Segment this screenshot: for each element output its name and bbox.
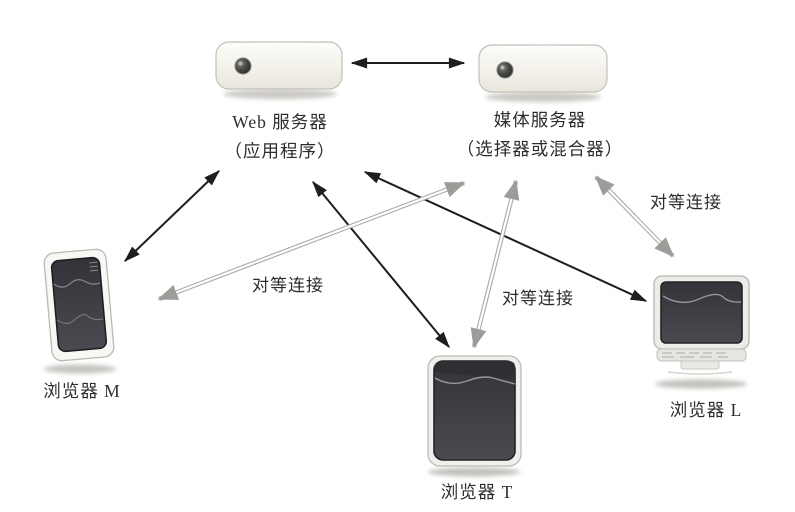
arrow-web-browser-m xyxy=(124,170,220,262)
browser-t-label: 浏览器 T xyxy=(440,482,514,502)
phone-browser-m-icon xyxy=(43,248,116,374)
media-server-label: 媒体服务器 （选择器或混合器） xyxy=(457,106,624,164)
web-server-icon xyxy=(215,41,343,99)
arrow-web-browser-t xyxy=(312,180,450,349)
web-server-label: Web 服务器 （应用程序） xyxy=(225,108,336,166)
media-server-name: 媒体服务器 xyxy=(493,110,587,130)
media-server-role: （选择器或混合器） xyxy=(456,139,624,159)
web-server-name: Web 服务器 xyxy=(232,112,328,132)
web-server-role: （应用程序） xyxy=(224,141,336,161)
media-server-icon xyxy=(478,44,608,102)
peer-arrow-media-browser-l xyxy=(594,175,675,258)
arrow-web-browser-l xyxy=(363,171,648,302)
browser-m-label: 浏览器 M xyxy=(43,381,121,401)
peer-connection-label-l: 对等连接 xyxy=(650,193,722,212)
peer-connection-label-t: 对等连接 xyxy=(502,289,574,308)
tablet-browser-t-icon xyxy=(427,355,522,477)
peer-arrow-media-browser-m xyxy=(157,180,466,302)
peer-arrow-media-browser-t xyxy=(470,179,520,349)
browser-l-label: 浏览器 L xyxy=(669,400,743,420)
peer-connection-label-m: 对等连接 xyxy=(252,276,324,295)
desktop-browser-l-icon xyxy=(653,275,750,389)
